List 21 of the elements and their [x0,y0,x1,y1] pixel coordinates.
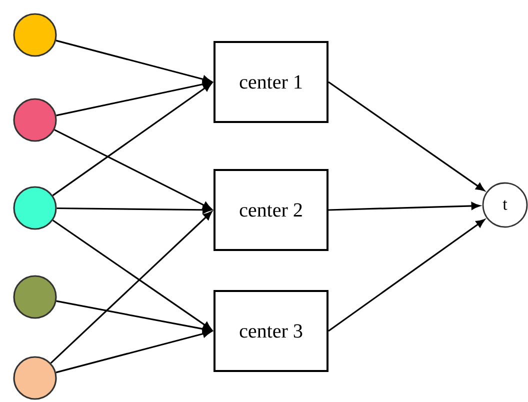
circle-node [13,98,57,142]
arrow [52,82,212,196]
arrow [56,40,212,84]
center-box: center 3 [214,290,328,372]
circle-node [13,13,57,57]
arrow [328,202,480,211]
circle-node [13,275,57,319]
circle-node [13,186,57,230]
arrow [328,219,485,332]
arrow [56,300,212,333]
arrow [56,206,212,214]
arrow [52,220,212,330]
arrow [56,80,212,116]
circle-node [13,356,57,400]
arrow [56,330,212,374]
arrow [54,129,212,210]
sink-node: t [482,182,528,228]
center-box: center 2 [214,169,328,251]
arrow [328,81,485,192]
arrow [50,211,212,364]
center-box: center 1 [214,41,328,123]
